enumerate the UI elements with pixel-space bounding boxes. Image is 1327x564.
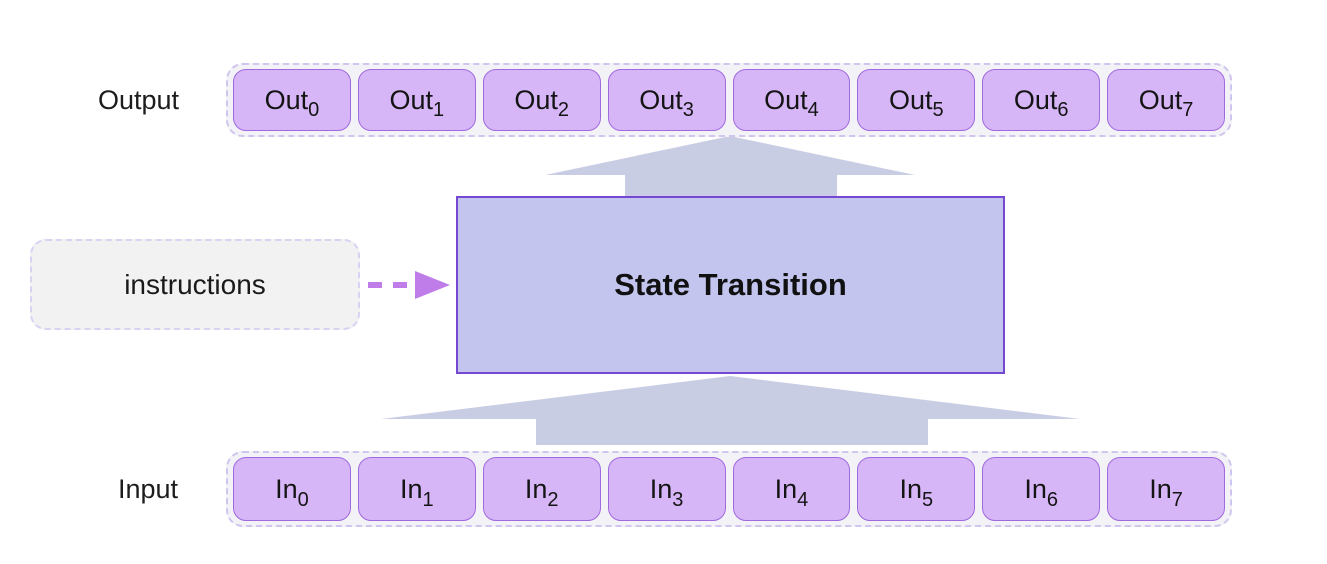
- up-arrow-state-to-output-icon: [545, 136, 915, 196]
- output-cell-index: 6: [1057, 99, 1069, 121]
- output-cell-label: Out: [389, 84, 434, 115]
- input-cell-index: 6: [1046, 489, 1059, 511]
- input-cell-label: In: [524, 473, 548, 504]
- output-cell-label: Out: [888, 84, 933, 115]
- input-cell-label: In: [399, 473, 423, 504]
- output-cell-label: Out: [264, 84, 309, 115]
- output-cell-index: 2: [557, 99, 570, 121]
- up-arrow-input-to-state-icon: [381, 376, 1080, 445]
- output-cell-index: 5: [932, 99, 944, 121]
- input-cell-index: 3: [672, 489, 684, 511]
- output-cell-index: 4: [807, 99, 819, 121]
- input-cell-label: In: [1149, 473, 1172, 504]
- state-transition-label: State Transition: [614, 267, 847, 302]
- output-cell-label: Out: [764, 84, 808, 115]
- output-cell-label: Out: [514, 84, 558, 115]
- instructions-box: instructions: [30, 239, 360, 330]
- instructions-arrow-head-icon: [415, 271, 450, 299]
- input-cell-label: In: [899, 473, 923, 504]
- input-cell-index: 1: [422, 489, 434, 511]
- output-cell-label: Out: [639, 84, 683, 115]
- input-cell-index: 7: [1171, 489, 1183, 511]
- output-cell-index: 0: [308, 99, 320, 121]
- output-cell-index: 7: [1182, 99, 1194, 121]
- input-cell-index: 4: [797, 489, 809, 511]
- input-cell-label: In: [275, 473, 298, 504]
- input-cell-label: In: [774, 473, 798, 504]
- output-cell-label: Out: [1138, 84, 1183, 115]
- input-cell-index: 0: [297, 489, 309, 511]
- output-cell-label: Out: [1013, 84, 1058, 115]
- state-transition-box: State Transition: [456, 196, 1005, 374]
- output-row-label: Output: [98, 84, 180, 115]
- input-row-label: Input: [118, 473, 179, 504]
- input-cell-index: 2: [547, 489, 559, 511]
- input-cell-label: In: [1024, 473, 1047, 504]
- output-cell-index: 3: [682, 99, 694, 121]
- input-cell-index: 5: [922, 489, 934, 511]
- output-cell-index: 1: [433, 99, 445, 121]
- instructions-label: instructions: [124, 268, 266, 300]
- input-cell-label: In: [649, 473, 673, 504]
